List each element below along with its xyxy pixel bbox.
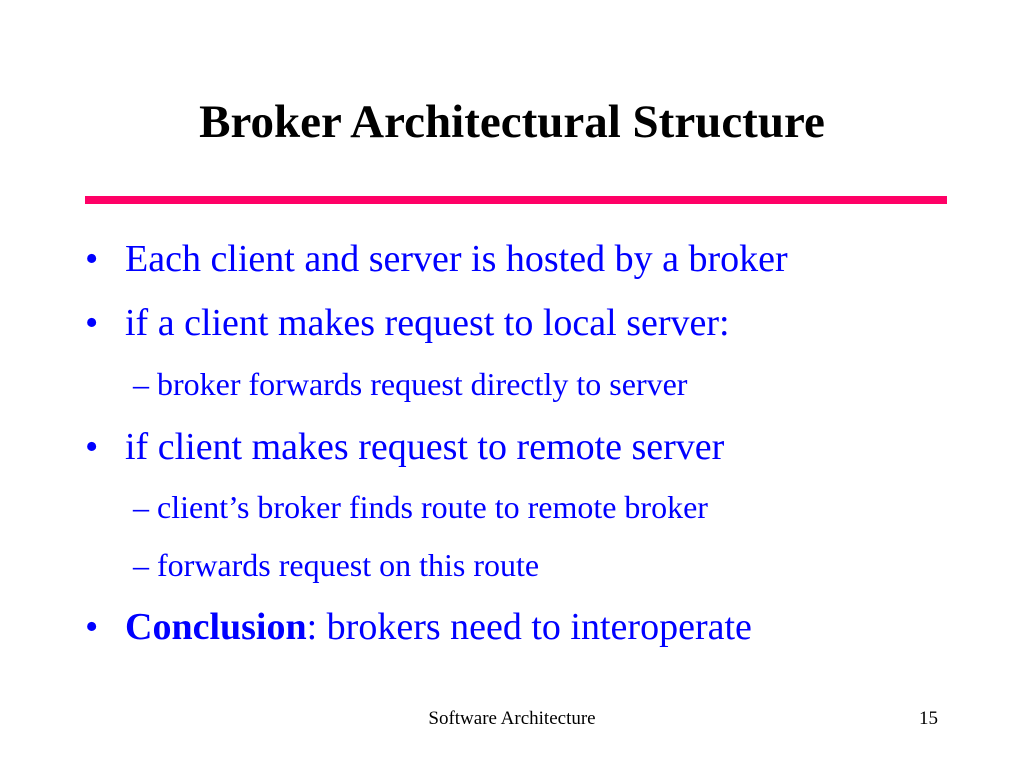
bullet-item: • if client makes request to remote serve… [85,424,724,470]
sub-bullet-dash: – [133,366,149,402]
sub-bullet-item: – client’s broker finds route to remote … [133,487,708,527]
bullet-text: if a client makes request to local serve… [125,302,730,344]
sub-bullet-text: broker forwards request directly to serv… [157,366,688,402]
bullet-icon: • [85,238,99,280]
footer-page-number: 15 [919,708,938,729]
sub-bullet-item: – broker forwards request directly to se… [133,364,687,404]
footer-course-title: Software Architecture [428,708,596,729]
bullet-icon: • [85,606,99,648]
slide-title: Broker Architectural Structure [199,96,825,148]
bullet-item: • Each client and server is hosted by a b… [85,236,788,282]
bullet-text: : brokers need to interoperate [306,606,752,648]
sub-bullet-dash: – [133,489,149,525]
bullet-text: Each client and server is hosted by a br… [125,238,788,280]
bullet-icon: • [85,426,99,468]
bullet-list: • Each client and server is hosted by a b… [85,236,788,650]
bullet-item: • Conclusion: brokers need to interoperat… [85,604,752,650]
bullet-text: if client makes request to remote server [125,426,725,468]
bullet-bold-lead: Conclusion [125,606,307,648]
bullet-item: • if a client makes request to local serv… [85,300,730,346]
sub-bullet-dash: – [133,547,149,583]
sub-bullet-item: – forwards request on this route [133,545,539,585]
sub-bullet-text: client’s broker finds route to remote br… [157,489,708,525]
bullet-icon: • [85,302,99,344]
sub-bullet-text: forwards request on this route [157,547,540,583]
title-underline-rule [85,196,947,204]
